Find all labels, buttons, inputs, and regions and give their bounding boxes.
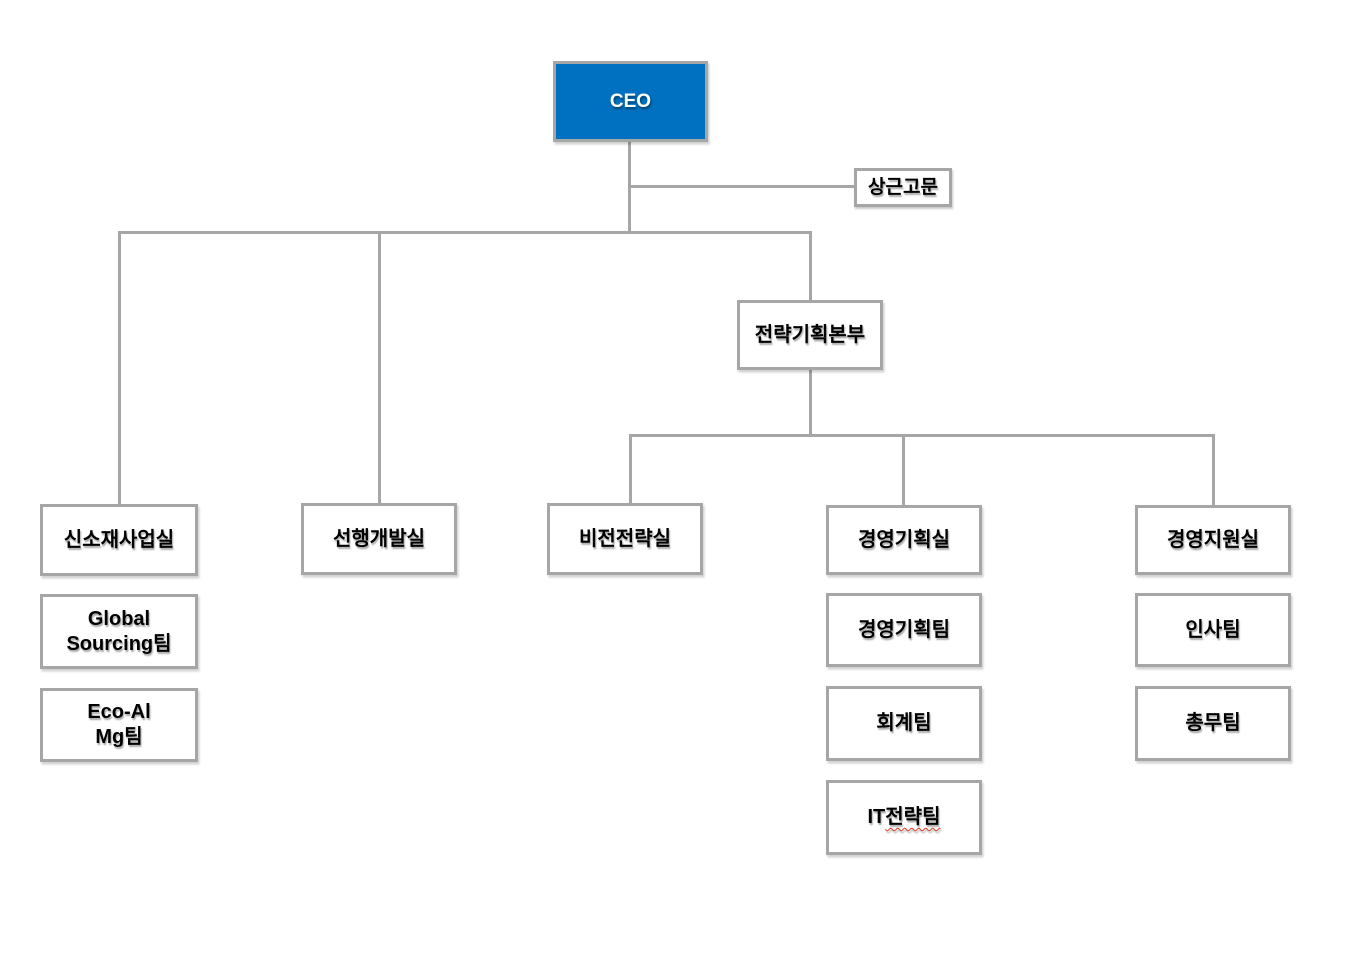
dept-mgmt-planning-office-label: 경영기획실: [858, 528, 950, 551]
connector-hq-bottom: [809, 370, 812, 437]
team-global-sourcing-label-line2: Sourcing팀: [66, 632, 172, 655]
strategic-planning-hq-box: 전략기획본부: [737, 300, 883, 370]
team-global-sourcing-box: Global Sourcing팀: [40, 594, 198, 669]
dept-vision-strategy-box: 비전전략실: [547, 503, 703, 575]
connector-advisor: [628, 185, 854, 188]
dept-new-materials-box: 신소재사업실: [40, 504, 198, 576]
connector-mgmt-support: [1212, 434, 1215, 505]
team-mgmt-planning-label: 경영기획팀: [858, 618, 950, 641]
connector-sub-horizontal: [629, 434, 1215, 437]
connector-main-horizontal: [118, 231, 812, 234]
connector-new-materials: [118, 231, 121, 504]
team-eco-al-mg-box: Eco-Al Mg팀: [40, 688, 198, 762]
connector-advanced-dev: [378, 231, 381, 503]
dept-vision-strategy-label: 비전전략실: [579, 527, 671, 550]
team-it-strategy-misspelled-text: 전략팀: [885, 806, 941, 828]
strategic-planning-hq-label: 전략기획본부: [754, 323, 866, 346]
dept-mgmt-planning-office-box: 경영기획실: [826, 505, 982, 575]
connector-hq-top: [809, 231, 812, 300]
team-hr-label: 인사팀: [1185, 618, 1241, 641]
connector-ceo-down: [628, 142, 631, 234]
team-it-strategy-prefix: IT: [867, 806, 886, 828]
team-general-affairs-box: 총무팀: [1135, 686, 1291, 761]
team-eco-al-mg-label-line2: Mg팀: [95, 726, 143, 748]
team-it-strategy-box: IT전략팀: [826, 780, 982, 855]
ceo-label: CEO: [609, 90, 652, 112]
connector-vision-strategy: [629, 434, 632, 503]
dept-mgmt-support-office-box: 경영지원실: [1135, 505, 1291, 575]
advisor-label: 상근고문: [868, 176, 938, 198]
team-it-strategy-label: IT전략팀: [868, 805, 941, 830]
team-general-affairs-label: 총무팀: [1185, 712, 1241, 734]
team-accounting-label: 회계팀: [876, 712, 932, 734]
dept-advanced-dev-label: 선행개발실: [333, 527, 425, 550]
dept-advanced-dev-box: 선행개발실: [301, 503, 457, 575]
dept-new-materials-label: 신소재사업실: [63, 528, 175, 551]
connector-mgmt-planning: [902, 434, 905, 505]
team-eco-al-mg-label-line1: Eco-Al: [87, 701, 151, 723]
advisor-box: 상근고문: [854, 168, 952, 207]
team-hr-box: 인사팀: [1135, 593, 1291, 667]
team-mgmt-planning-box: 경영기획팀: [826, 593, 982, 667]
ceo-box: CEO: [553, 61, 708, 142]
dept-mgmt-support-office-label: 경영지원실: [1167, 528, 1259, 551]
team-accounting-box: 회계팀: [826, 686, 982, 761]
team-global-sourcing-label-line1: Global: [87, 607, 151, 630]
